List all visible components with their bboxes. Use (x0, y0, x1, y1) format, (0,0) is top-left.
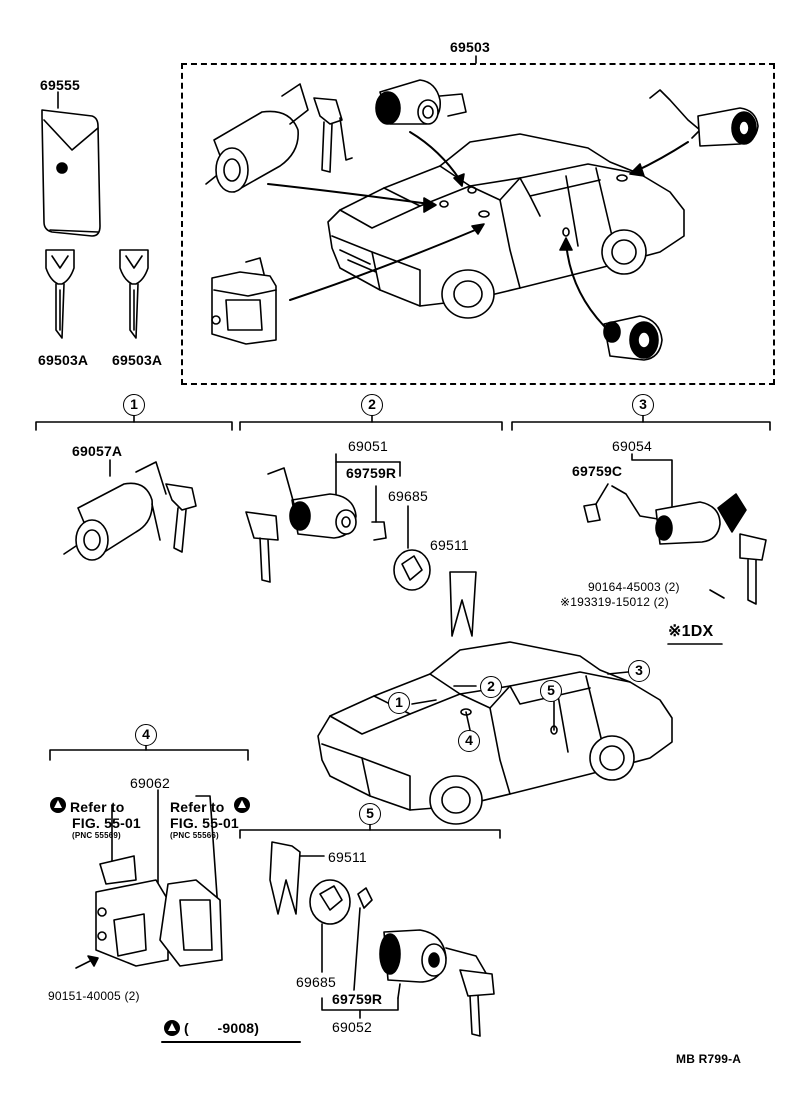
top-arrows (267, 131, 689, 327)
triangle-mark-left (50, 797, 66, 813)
top-ignition (205, 83, 353, 193)
top-lock-assy (211, 257, 277, 345)
key-blank-left (45, 249, 75, 339)
label-69511: 69511 (430, 537, 469, 553)
ref-right-2: FIG. 55-01 (170, 815, 239, 831)
callout-4: 4 (135, 724, 157, 746)
key-case-69555 (41, 109, 101, 237)
label-s5-69052: 69052 (332, 1019, 372, 1035)
label-s5-69511: 69511 (328, 849, 367, 865)
car-callout-1: 1 (388, 692, 410, 714)
main-set-box (181, 63, 775, 385)
callout-5: 5 (359, 803, 381, 825)
middle-car (317, 641, 673, 825)
label-s5-69685: 69685 (296, 974, 336, 990)
label-69759R: 69759R (346, 465, 397, 481)
ref-left-1: Refer to (70, 799, 125, 815)
label-screw-90164: 90164-45003 (2) (588, 580, 680, 594)
label-69685: 69685 (388, 488, 428, 504)
top-door-cyl (375, 79, 467, 125)
label-69555: 69555 (40, 77, 80, 93)
ref-right-3: (PNC 55566) (170, 831, 219, 840)
label-s5-69759R: 69759R (332, 991, 383, 1007)
label-69503A-right: 69503A (112, 352, 163, 368)
label-69057A: 69057A (72, 443, 123, 459)
key-blank-right (119, 249, 149, 339)
car-callout-4: 4 (458, 730, 480, 752)
car-callout-3: 3 (628, 660, 650, 682)
door-cyl-69051 (245, 453, 477, 637)
ref-left-2: FIG. 55-01 (72, 815, 141, 831)
ref-right-1: Refer to (170, 799, 225, 815)
top-back-door-cyl (649, 89, 759, 147)
label-69503A-left: 69503A (38, 352, 89, 368)
label-screw-90151: 90151-40005 (2) (48, 989, 140, 1003)
triangle-mark-date (164, 1020, 180, 1036)
label-69062: 69062 (130, 775, 170, 791)
top-car (327, 133, 685, 319)
triangle-mark-right (234, 797, 250, 813)
label-date-range: ( -9008) (184, 1020, 260, 1036)
callout-2: 2 (361, 394, 383, 416)
callout-1: 1 (123, 394, 145, 416)
back-door-cyl-69054 (583, 453, 767, 605)
label-69054: 69054 (612, 438, 652, 454)
footer-code: MB R799-A (676, 1052, 742, 1066)
top-door-cyl-2 (603, 315, 663, 361)
car-callout-5: 5 (540, 680, 562, 702)
lock-assy-69062 (75, 789, 223, 969)
callout-3: 3 (632, 394, 654, 416)
label-69759C: 69759C (572, 463, 623, 479)
car-callout-2: 2 (480, 676, 502, 698)
ref-left-3: (PNC 55569) (72, 831, 121, 840)
ignition-69057A (63, 459, 197, 561)
label-69503: 69503 (450, 39, 490, 55)
label-69051: 69051 (348, 438, 388, 454)
label-dx-note: ※1DX (668, 623, 714, 640)
label-screw-193319: ※193319-15012 (2) (560, 595, 669, 609)
section5-parts (269, 841, 495, 1037)
